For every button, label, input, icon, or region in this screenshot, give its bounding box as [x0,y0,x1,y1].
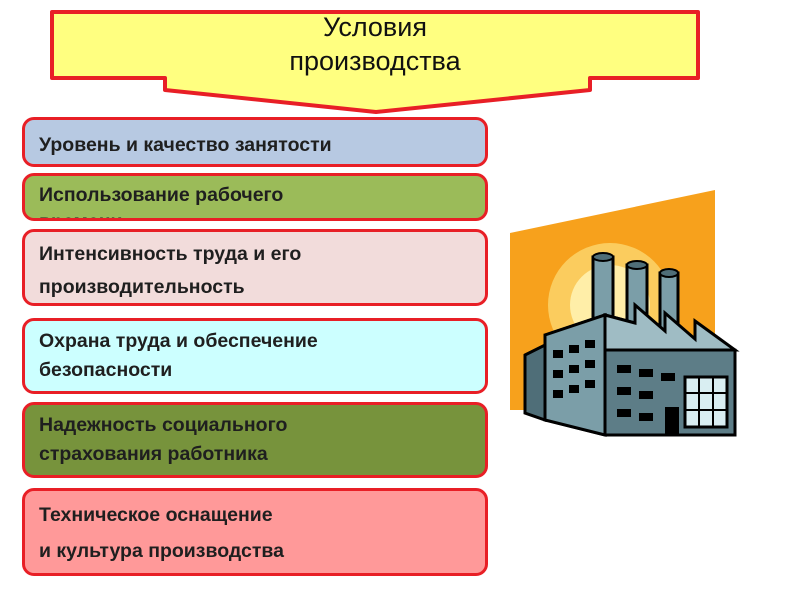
condition-technical-equipment-line-2: и культура производства [39,540,284,562]
condition-labor-safety-line-2: безопасности [39,359,173,381]
condition-labor-safety-line-1: Охрана труда и обеспечение [39,330,318,352]
condition-technical-equipment-line-1: Техническое оснащение [39,504,273,526]
condition-working-time-line-2: времени [39,209,475,218]
condition-labor-intensity-line-2: производительность [39,276,245,298]
condition-working-time: Использование рабочего времени [22,173,488,221]
banner-title-line-1: Условия [323,12,427,42]
banner-title: Условия производства [200,10,550,78]
condition-social-insurance-line-2: страхования работника [39,443,268,465]
factory-icon [510,190,740,437]
condition-employment: Уровень и качество занятости [22,117,488,167]
condition-working-time-line-1: Использование рабочего [39,184,284,206]
condition-labor-safety: Охрана труда и обеспечение безопасности [22,318,488,394]
condition-social-insurance: Надежность социального страхования работ… [22,402,488,478]
condition-technical-equipment: Техническое оснащение и культура произво… [22,488,488,576]
banner-arrow [50,10,700,114]
banner-title-line-2: производства [289,46,461,76]
condition-labor-intensity: Интенсивность труда и его производительн… [22,229,488,306]
condition-labor-intensity-line-1: Интенсивность труда и его [39,243,302,265]
condition-social-insurance-line-1: Надежность социального [39,414,288,436]
condition-employment-text: Уровень и качество занятости [39,134,332,156]
